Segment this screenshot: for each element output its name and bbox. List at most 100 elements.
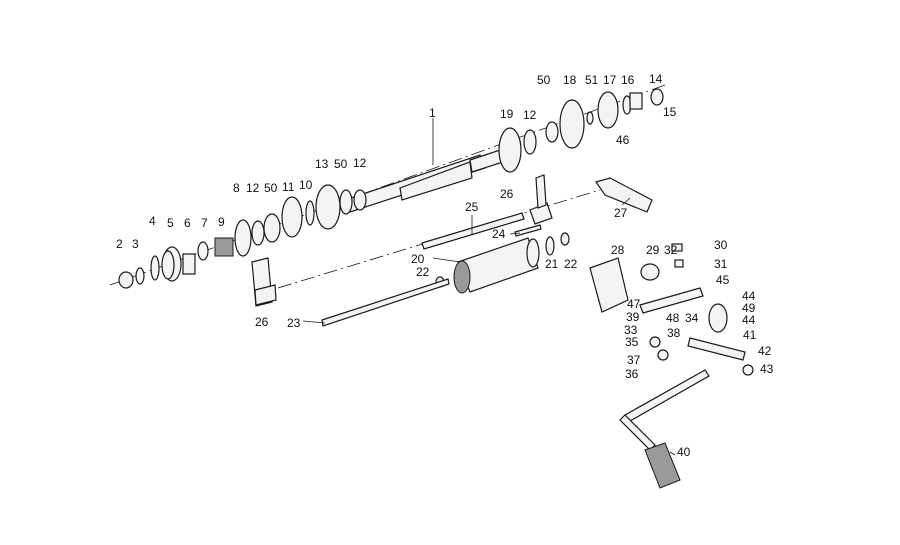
bush-12-left xyxy=(251,220,265,246)
bush-9 xyxy=(214,237,234,257)
label-32: 32 xyxy=(664,243,678,257)
label-35: 35 xyxy=(625,335,639,349)
label-38: 38 xyxy=(667,326,681,340)
label-33: 33 xyxy=(624,323,638,337)
pedal-arm xyxy=(619,369,710,451)
rubber-40 xyxy=(644,442,681,489)
label-17: 17 xyxy=(603,73,617,87)
label-7: 7 xyxy=(201,216,208,230)
label-26-left: 26 xyxy=(255,315,269,329)
bolt-30 xyxy=(671,243,683,252)
label-26-right: 26 xyxy=(500,187,514,201)
label-12-right: 12 xyxy=(523,108,537,122)
washer-4 xyxy=(150,255,160,281)
leader-23 xyxy=(302,320,326,324)
gear-17 xyxy=(597,91,619,129)
fork-26-right xyxy=(529,174,553,225)
label-13: 13 xyxy=(315,157,329,171)
rod-23 xyxy=(321,278,450,327)
bush-50-12 xyxy=(339,189,367,215)
leader-24 xyxy=(509,232,521,235)
main-shaft xyxy=(344,149,504,213)
leader-27 xyxy=(621,197,631,206)
label-12-left: 12 xyxy=(246,181,260,195)
label-29: 29 xyxy=(646,243,660,257)
label-34: 34 xyxy=(685,311,699,325)
label-30: 30 xyxy=(714,238,728,252)
gear-13 xyxy=(315,184,341,230)
label-16: 16 xyxy=(621,73,635,87)
label-41: 41 xyxy=(743,328,757,342)
label-45: 45 xyxy=(716,273,730,287)
spring-29 xyxy=(640,263,660,281)
label-20: 20 xyxy=(411,252,425,266)
label-51: 51 xyxy=(585,73,599,87)
label-11: 11 xyxy=(282,180,295,194)
label-46: 46 xyxy=(616,133,630,147)
gear-50-left xyxy=(263,213,281,243)
label-50-right: 50 xyxy=(537,73,551,87)
bush-12-right xyxy=(523,129,537,155)
leader-40 xyxy=(669,451,676,456)
gear-11 xyxy=(281,196,303,238)
leader-20 xyxy=(432,257,461,263)
nut-31 xyxy=(674,259,684,268)
label-1: 1 xyxy=(429,106,436,120)
washer-21 xyxy=(545,236,555,256)
label-22-left: 22 xyxy=(416,265,430,279)
rod-25 xyxy=(421,212,525,250)
label-40: 40 xyxy=(677,445,691,459)
fork-26-left xyxy=(251,257,277,307)
plate-28 xyxy=(589,257,629,313)
label-27: 27 xyxy=(614,206,628,220)
label-49: 49 xyxy=(742,301,756,315)
fork-27 xyxy=(595,177,653,213)
spring-44 xyxy=(708,303,728,333)
label-50-mid: 50 xyxy=(334,157,348,171)
label-12-mid: 12 xyxy=(353,156,367,170)
gear-18 xyxy=(559,99,585,149)
screw-43 xyxy=(742,364,754,376)
label-39: 39 xyxy=(626,310,640,324)
label-50-left: 50 xyxy=(264,181,278,195)
label-23: 23 xyxy=(287,316,301,330)
bush-46 xyxy=(629,92,643,110)
label-48: 48 xyxy=(666,311,680,325)
label-18: 18 xyxy=(563,73,577,87)
label-10: 10 xyxy=(299,178,313,192)
label-15: 15 xyxy=(663,105,677,119)
gear-5 xyxy=(161,246,182,282)
bush-6 xyxy=(182,253,196,275)
label-44-top: 44 xyxy=(742,289,756,303)
label-31: 31 xyxy=(714,257,728,271)
label-36: 36 xyxy=(625,367,639,381)
washer-3 xyxy=(135,267,145,285)
nut-2 xyxy=(118,271,134,289)
label-3: 3 xyxy=(132,237,139,251)
label-9: 9 xyxy=(218,215,225,229)
ring-51 xyxy=(586,111,594,125)
label-5: 5 xyxy=(167,216,174,230)
label-25: 25 xyxy=(465,200,479,214)
label-14: 14 xyxy=(649,72,663,86)
label-6: 6 xyxy=(184,216,191,230)
bush-50-right xyxy=(545,121,559,143)
lever-45 xyxy=(639,287,704,314)
shift-drum xyxy=(453,237,540,294)
label-19: 19 xyxy=(500,107,514,121)
label-4: 4 xyxy=(149,214,156,228)
washer-22-right xyxy=(560,232,570,246)
ring-7 xyxy=(197,241,209,261)
label-44-bottom: 44 xyxy=(742,313,756,327)
label-43: 43 xyxy=(760,362,774,376)
label-2: 2 xyxy=(116,237,123,251)
pin-36-37 xyxy=(649,336,669,361)
gear-19 xyxy=(498,127,522,173)
label-8: 8 xyxy=(233,181,240,195)
label-22-right: 22 xyxy=(564,257,578,271)
pin-24 xyxy=(514,224,542,237)
label-24: 24 xyxy=(492,227,506,241)
label-21: 21 xyxy=(545,257,559,271)
nut-14 xyxy=(650,88,664,106)
label-42: 42 xyxy=(758,344,772,358)
